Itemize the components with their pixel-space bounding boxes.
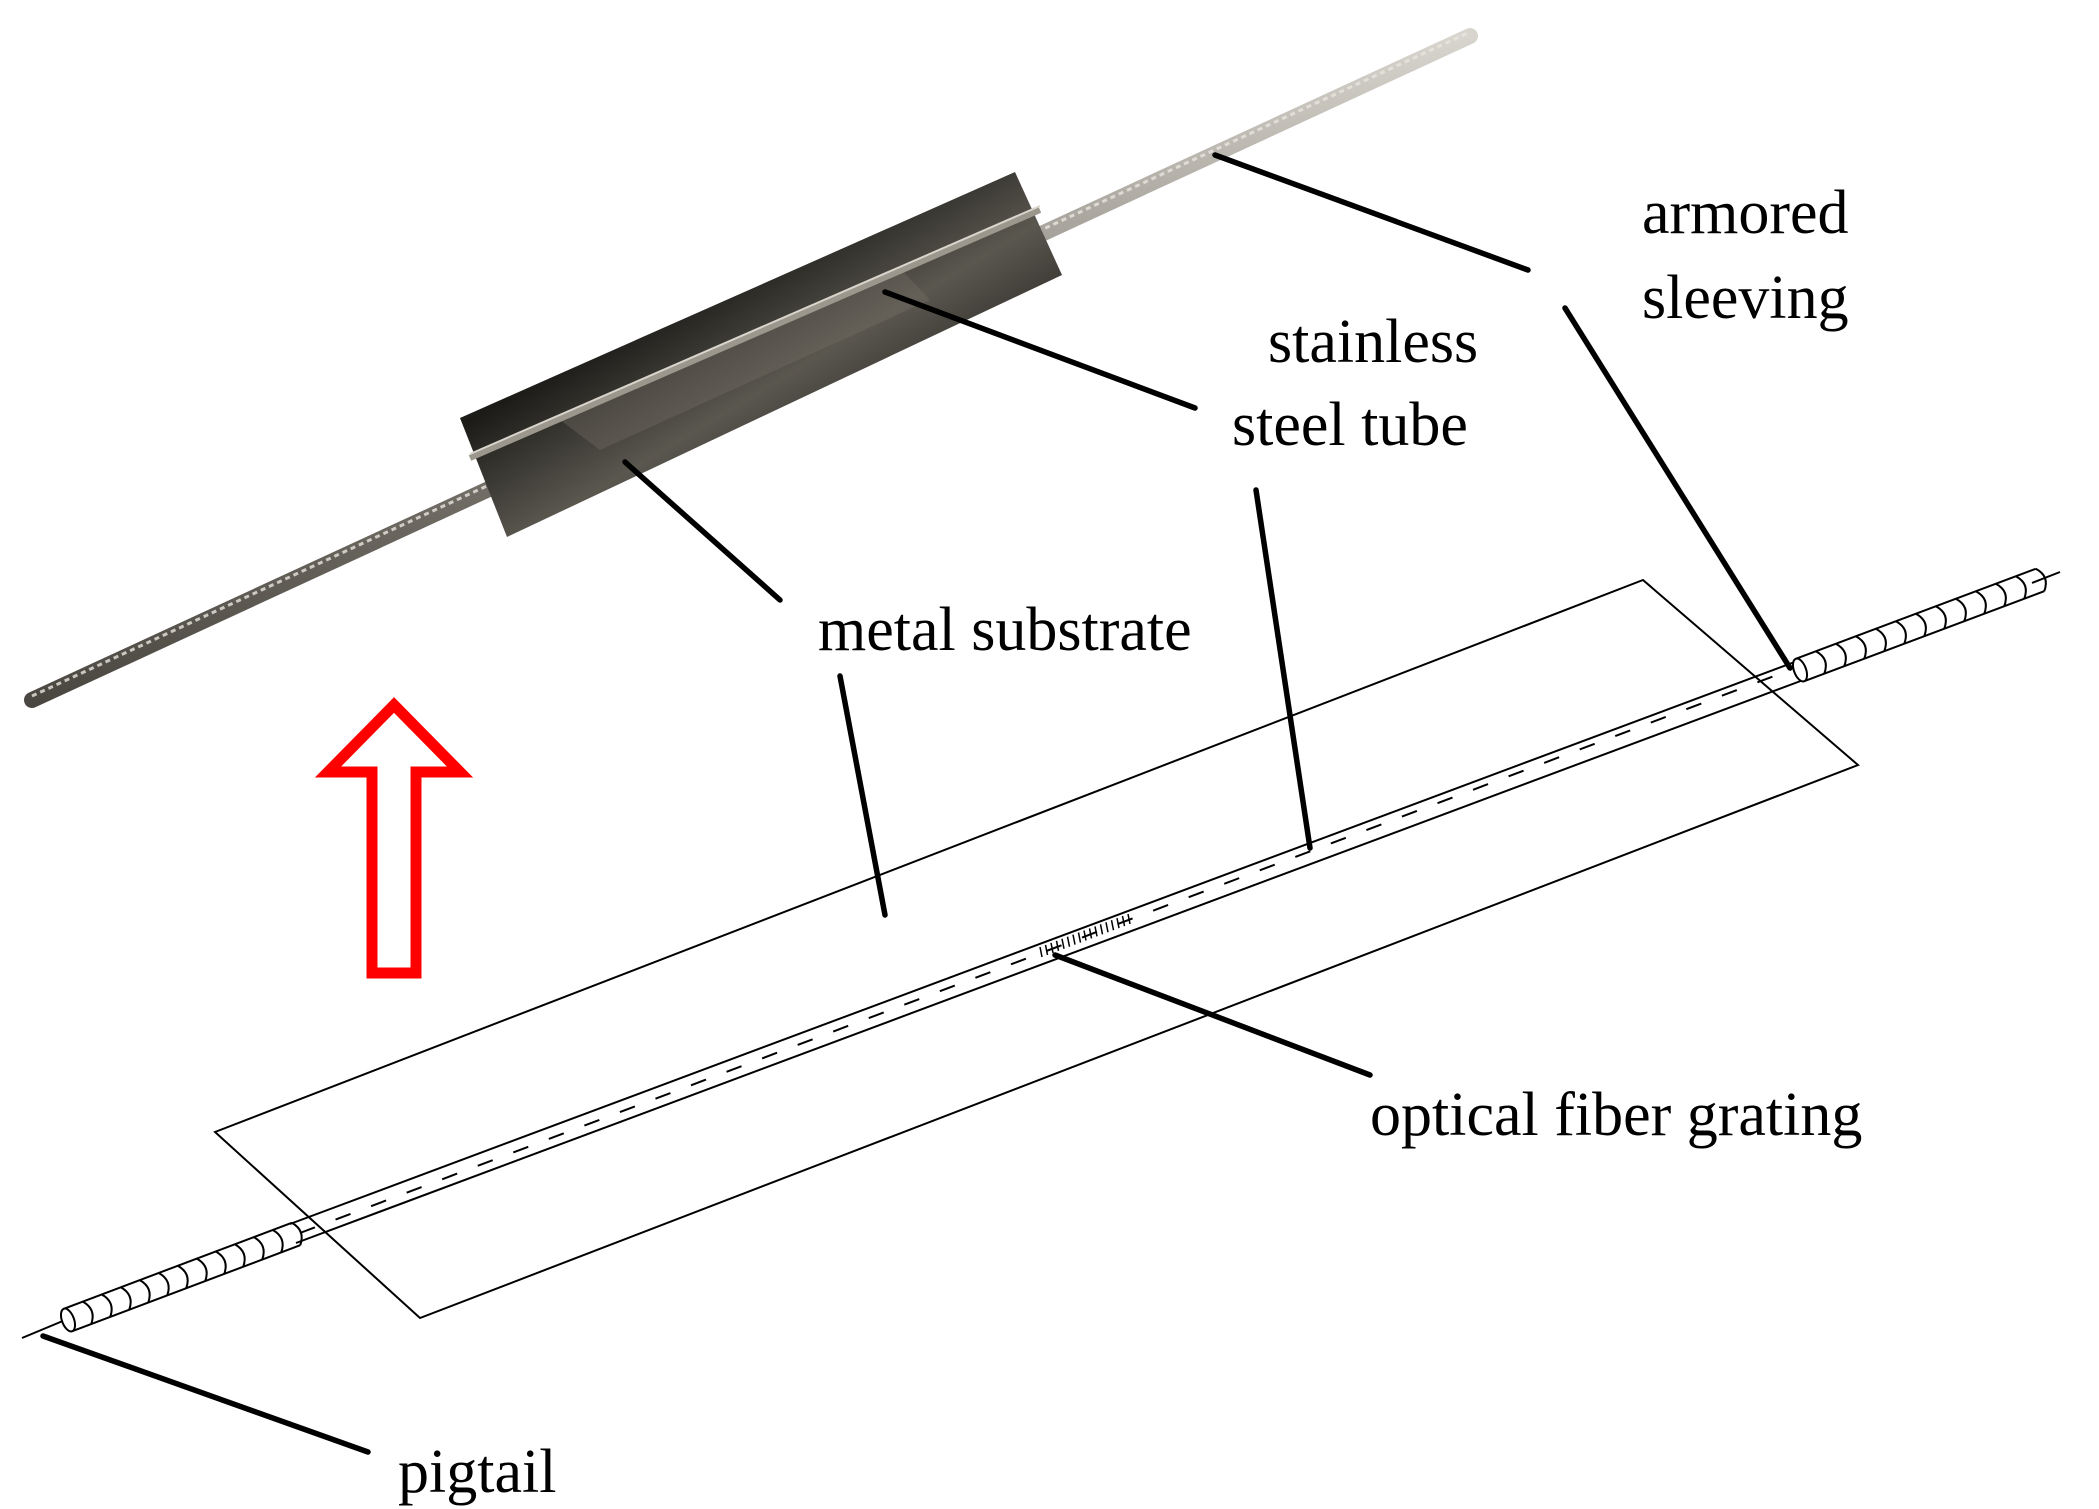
grating-line [1066, 936, 1071, 947]
grating-line [1127, 913, 1131, 925]
armored-sleeving-label-line2: sleeving [1642, 264, 1849, 332]
stainless-steel-tube-label-line2: steel tube [1232, 391, 1468, 459]
armor-right-ring [1855, 635, 1867, 660]
armor-left-edge-top [71, 1244, 301, 1333]
grating-line [1121, 915, 1126, 927]
armored-sleeving-label-line1: armored [1642, 179, 1849, 247]
armor-left-ring [158, 1272, 170, 1296]
stainless-steel-tube-label-line1: stainless [1268, 308, 1478, 376]
armor-right-ring [1955, 597, 1967, 622]
armor-right-ring [1895, 620, 1907, 645]
grating-line [1050, 942, 1054, 954]
armor-left-ring [196, 1257, 208, 1282]
armor-right-ring [1835, 642, 1847, 667]
armor-left-ring [291, 1221, 303, 1246]
grating-line [1039, 946, 1043, 958]
leader-armored-photo [1212, 152, 1531, 273]
armor-right-ring [2035, 567, 2047, 592]
optical-fiber-grating-label: optical fiber grating [1370, 1081, 1862, 1149]
photo-plate-reflection [560, 268, 930, 450]
drawing-fiber-grating [1039, 913, 1131, 958]
armor-left-ring [234, 1243, 246, 1268]
leader-substrate-photo [622, 459, 783, 603]
grating-line [1099, 924, 1104, 935]
photo-rod-highlight [31, 30, 1471, 698]
armor-left-ring [139, 1279, 151, 1303]
sensor-photo [24, 28, 1478, 708]
up-arrow-icon [314, 697, 474, 979]
grating-line [1083, 930, 1087, 941]
armor-right-ring [2015, 575, 2027, 600]
grating-line [1044, 944, 1049, 956]
leader-armored-drawing [1562, 305, 1793, 671]
leader-pigtail [40, 1333, 371, 1455]
leader-tube-photo [882, 289, 1198, 411]
grating-line [1088, 928, 1093, 939]
sensor-drawing [21, 567, 2061, 1339]
armor-left-ring [120, 1286, 132, 1311]
armor-left-ring [82, 1300, 94, 1325]
grating-line [1077, 932, 1082, 943]
armor-right-ring [1815, 650, 1827, 675]
photo-steel-tube [468, 207, 1042, 461]
armor-right-ring [1995, 582, 2007, 607]
drawing-metal-substrate [213, 578, 1860, 1320]
armor-right-ring [1915, 612, 1927, 637]
armor-right-ring [1975, 590, 1987, 615]
drawing-steel-tube-bottom [295, 678, 1807, 1244]
armor-left-ring [253, 1236, 265, 1260]
metal-substrate-label: metal substrate [818, 596, 1192, 664]
leader-tube-drawing [1253, 487, 1313, 851]
drawing-steel-tube-top [289, 659, 1801, 1225]
leader-grating [1052, 952, 1373, 1078]
drawing-armored-sleeving-left [59, 1221, 303, 1333]
drawing-fiber-right [2031, 571, 2061, 584]
leader-substrate-drawing [837, 673, 888, 918]
grating-line [1110, 920, 1115, 931]
grating-line [1072, 934, 1076, 945]
armor-right-end-cap [1791, 657, 1809, 683]
grating-line [1116, 917, 1120, 929]
pigtail-label: pigtail [398, 1438, 556, 1506]
grating-line [1105, 922, 1109, 933]
drawing-armored-sleeving-right [1791, 567, 2047, 683]
armor-right-ring [1935, 605, 1947, 630]
armor-left-ring [215, 1250, 227, 1275]
armor-left-ring [272, 1229, 284, 1253]
armor-left-end-cap [59, 1307, 77, 1333]
armor-left-ring [177, 1264, 189, 1289]
photo-steel-tube-shine [469, 205, 1041, 455]
armor-right-ring [1875, 627, 1887, 652]
armor-left-ring [101, 1293, 113, 1318]
leader-lines [40, 152, 1793, 1455]
grating-line [1055, 940, 1060, 951]
grating-line [1094, 926, 1098, 937]
grating-line [1061, 938, 1065, 949]
